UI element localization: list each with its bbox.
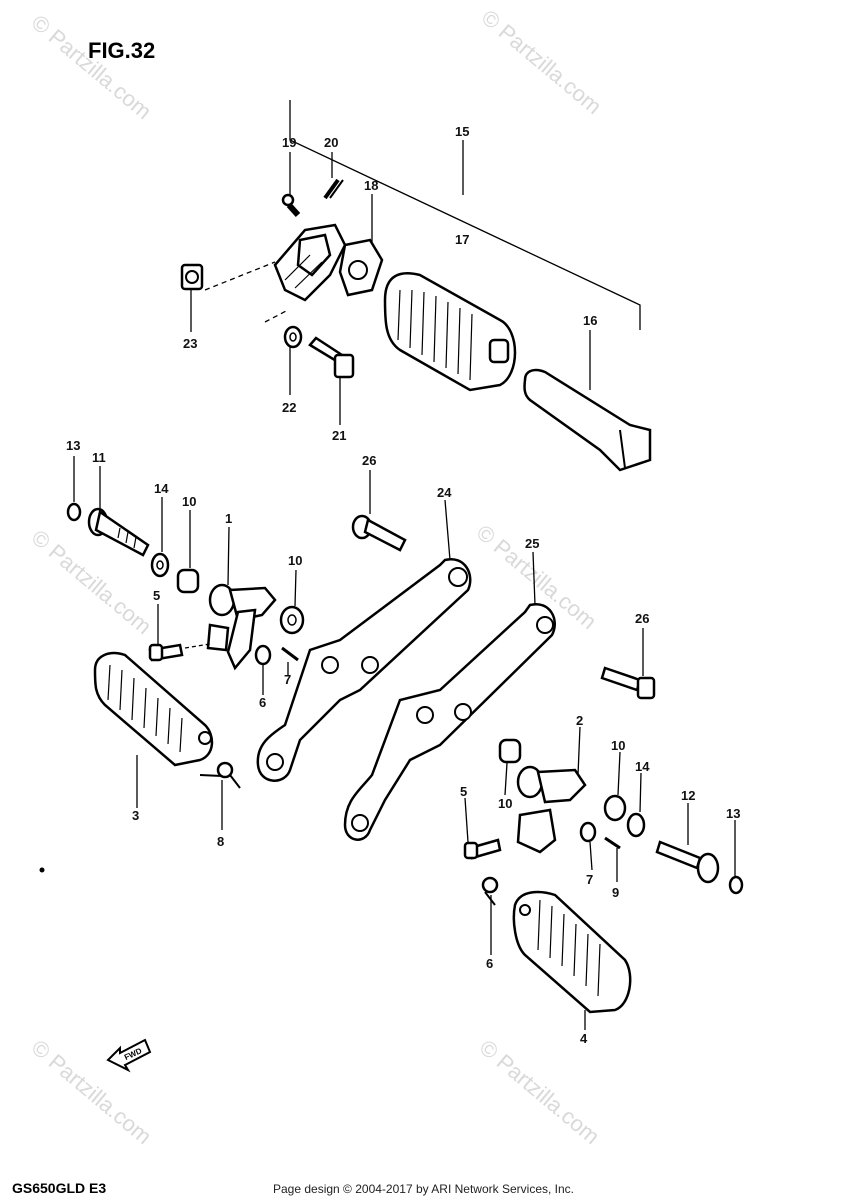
- watermark-top-left: © Partzilla.com: [27, 10, 157, 124]
- callout-10-left-a: 10: [182, 494, 196, 509]
- callout-11: 11: [92, 450, 106, 465]
- callout-2: 2: [576, 713, 583, 728]
- part-20-cotter: [323, 178, 344, 200]
- callout-17: 17: [455, 232, 469, 247]
- callout-13-left: 13: [66, 438, 80, 453]
- model-code: GS650GLD E3: [12, 1180, 106, 1196]
- part-5-pin-left: [148, 643, 184, 662]
- callout-4: 4: [580, 1031, 588, 1046]
- callout-10-right-b: 10: [611, 738, 625, 753]
- callout-19: 19: [282, 135, 296, 150]
- part-18-plate: [338, 238, 384, 297]
- leader-23-dash: [204, 261, 276, 291]
- part-26-bolt-right: [600, 666, 656, 700]
- watermark-top-right: © Partzilla.com: [477, 5, 607, 119]
- callout-23: 23: [183, 336, 197, 351]
- part-6-washer-right: [579, 821, 597, 843]
- fwd-arrow-icon: FWD: [106, 1038, 152, 1073]
- part-7-cotter-right: [604, 836, 621, 850]
- part-4-footrest-right: [512, 890, 632, 1014]
- callout-10-right-a: 10: [498, 796, 512, 811]
- callout-22: 22: [282, 400, 296, 415]
- part-1-footrest-bracket: [206, 583, 277, 671]
- part-17-footrest-rubber: [383, 272, 517, 392]
- callout-9: 6: [486, 956, 493, 971]
- part-23-nut: [180, 263, 204, 291]
- page-footer: Page design © 2004-2017 by ARI Network S…: [273, 1182, 574, 1196]
- part-5-pin-right: [463, 838, 502, 860]
- callout-12: 12: [681, 788, 695, 803]
- part-12-bolt: [655, 840, 720, 884]
- part-15-bracket: [273, 223, 347, 302]
- callout-26-upper: 26: [362, 453, 376, 468]
- figure-title: FIG.32: [88, 38, 155, 63]
- callout-5-left: 5: [153, 588, 160, 603]
- part-6-washer-left: [254, 644, 272, 666]
- part-2-footrest-bracket: [516, 765, 587, 854]
- bracket-15: [289, 100, 641, 330]
- callout-24: 24: [437, 485, 452, 500]
- part-7-cotter-left: [281, 646, 299, 662]
- callout-3: 3: [132, 808, 139, 823]
- callout-7-left: 7: [284, 672, 291, 687]
- callout-7-right: 9: [612, 885, 619, 900]
- part-10-bushing-right-a: [498, 738, 522, 764]
- part-19-pin: [281, 193, 301, 218]
- callout-18: 18: [364, 178, 378, 193]
- callout-8: 8: [217, 834, 224, 849]
- callout-numbers: 15 19 20 18 17 16 23 22 21 13 11 26 14 2…: [66, 124, 740, 1046]
- part-9-spring-right: [481, 876, 499, 906]
- part-8-spring-left: [199, 761, 241, 789]
- callout-1: 1: [225, 511, 232, 526]
- part-3-footrest-left: [93, 651, 214, 767]
- part-16-pin: [523, 368, 652, 472]
- part-10-bushing-left-a: [176, 568, 200, 594]
- part-10-bushing-left-b: [279, 605, 305, 635]
- callout-26-right: 26: [635, 611, 649, 626]
- callout-14-left: 14: [154, 481, 169, 496]
- callout-6-right: 7: [586, 872, 593, 887]
- callout-14-right: 14: [635, 759, 650, 774]
- part-21-bolt: [308, 336, 355, 379]
- part-26-bolt-upper: [351, 514, 407, 552]
- watermark-bottom-right: © Partzilla.com: [475, 1035, 605, 1149]
- callout-21: 21: [332, 428, 346, 443]
- part-10-bushing-right-b: [603, 794, 627, 822]
- stray-dot: [39, 867, 45, 873]
- part-24-bracket-plate: [256, 557, 472, 782]
- callout-13-right: 13: [726, 806, 740, 821]
- callout-10-left-b: 10: [288, 553, 302, 568]
- leader-dash-22: [264, 309, 289, 323]
- part-14-washer-left: [150, 552, 170, 578]
- part-22-washer: [283, 325, 303, 349]
- part-14-washer-right: [626, 812, 646, 838]
- leader-lines: [73, 152, 736, 1030]
- leader-dash-5-left: [184, 643, 211, 649]
- watermarks: © Partzilla.com © Partzilla.com © Partzi…: [27, 5, 607, 1149]
- part-13-cap-left: [66, 502, 82, 522]
- callout-5-right: 5: [460, 784, 467, 799]
- part-11-bolt: [87, 507, 150, 557]
- callout-16: 16: [583, 313, 597, 328]
- callout-20: 20: [324, 135, 338, 150]
- part-13-cap-right: [728, 875, 744, 895]
- callout-15: 15: [455, 124, 469, 139]
- callout-6-left: 6: [259, 695, 266, 710]
- callout-25: 25: [525, 536, 539, 551]
- part-25-bracket-plate: [343, 602, 556, 841]
